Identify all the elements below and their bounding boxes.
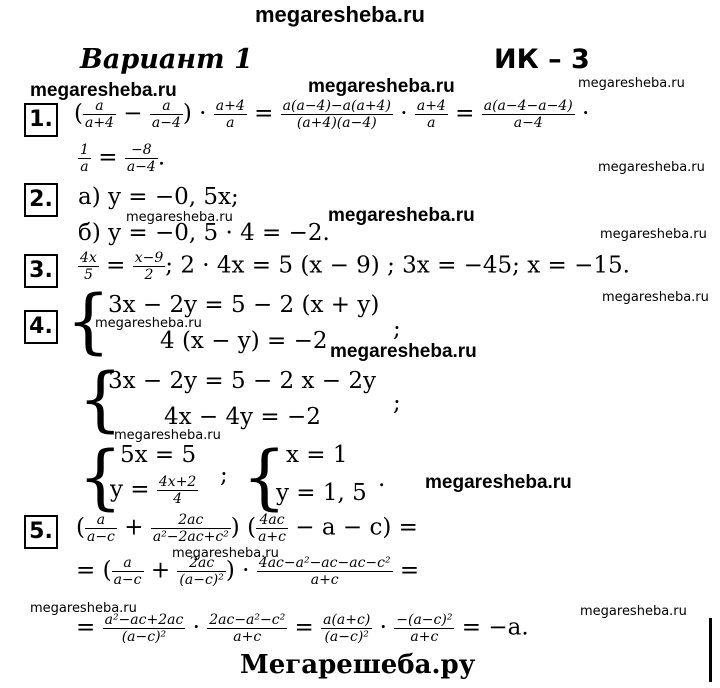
watermark: megaresheba.ru bbox=[30, 601, 137, 616]
watermark: megaresheba.ru bbox=[30, 80, 177, 101]
system-brace: { bbox=[78, 358, 123, 440]
system-brace: { bbox=[242, 436, 287, 518]
watermark: megaresheba.ru bbox=[580, 604, 687, 619]
scan-edge-line bbox=[709, 618, 712, 682]
problem-number: 4. bbox=[24, 310, 58, 344]
fraction: 2ac(a−c)² bbox=[177, 555, 226, 588]
problem-2-part-b: б) y = −0, 5 · 4 = −2. bbox=[78, 220, 330, 246]
watermark: megaresheba.ru bbox=[600, 227, 707, 242]
system-4-eq-2: y = 1, 5 bbox=[276, 480, 367, 506]
separator: ; bbox=[393, 316, 401, 342]
fraction: a(a−4)−a(a+4)(a+4)(a−4) bbox=[280, 98, 393, 131]
system-4-eq-1: x = 1 bbox=[286, 442, 348, 468]
watermark: megaresheba.ru bbox=[602, 290, 709, 305]
separator: . bbox=[378, 466, 386, 492]
problem-number: 3. bbox=[24, 254, 58, 288]
problem-2-part-a: а) y = −0, 5x; bbox=[78, 184, 239, 210]
system-brace: { bbox=[78, 436, 123, 518]
fraction: a²−ac+2ac(a−c)² bbox=[102, 612, 186, 645]
watermark: megaresheba.ru bbox=[578, 76, 685, 91]
system-1-eq-1: 3x − 2y = 5 − 2 (x + y) bbox=[108, 292, 380, 318]
watermark-footer: Мегарешеба.ру bbox=[240, 650, 476, 680]
system-2-eq-1: 3x − 2y = 5 − 2 x − 2y bbox=[108, 368, 376, 394]
variant-title: Вариант 1 bbox=[80, 44, 253, 75]
fraction: a(a−4−a−4)a−4 bbox=[481, 98, 575, 131]
problem-number: 1. bbox=[24, 103, 58, 137]
watermark: megaresheba.ru bbox=[328, 205, 475, 226]
watermark: megaresheba.ru bbox=[330, 341, 477, 362]
watermark: megaresheba.ru bbox=[95, 316, 202, 331]
problem-number: 5. bbox=[24, 515, 58, 549]
watermark: megaresheba.ru bbox=[425, 472, 572, 493]
system-brace: { bbox=[66, 280, 111, 362]
watermark: megaresheba.ru bbox=[598, 160, 705, 175]
problem-number: 2. bbox=[24, 183, 58, 217]
separator: ; bbox=[220, 462, 228, 488]
separator: ; bbox=[393, 390, 401, 416]
watermark: megaresheba.ru bbox=[172, 546, 279, 561]
fraction: a(a+c)(a−c)² bbox=[321, 612, 373, 645]
system-2-eq-2: 4x − 4y = −2 bbox=[164, 404, 321, 430]
system-3-eq-1: 5x = 5 bbox=[120, 442, 197, 468]
test-code: ИК – 3 bbox=[494, 44, 590, 75]
watermark: megaresheba.ru bbox=[308, 76, 455, 97]
system-1-eq-2: 4 (x − y) = −2 bbox=[160, 328, 328, 354]
watermark: megaresheba.ru bbox=[114, 428, 221, 443]
watermark-top: megaresheba.ru bbox=[255, 2, 425, 27]
watermark: megaresheba.ru bbox=[126, 210, 233, 225]
